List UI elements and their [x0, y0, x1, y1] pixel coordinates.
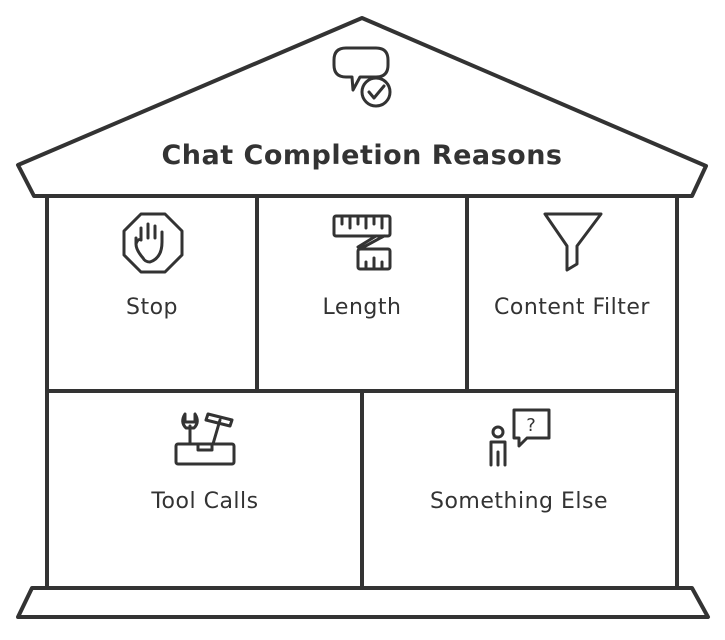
person-question-icon [489, 408, 551, 467]
room-label-tool-calls: Tool Calls [150, 489, 258, 514]
room-label-length: Length [323, 295, 402, 320]
toolbox-icon [174, 412, 236, 466]
room-label-something-else: Something Else [430, 489, 608, 514]
measuring-tape-icon [332, 214, 392, 271]
speech-bubble-check-icon [332, 46, 392, 108]
room-label-content-filter: Content Filter [494, 295, 650, 320]
diagram-title: Chat Completion Reasons [161, 140, 562, 171]
funnel-icon [543, 212, 603, 272]
room-label-stop: Stop [126, 295, 178, 320]
question-mark-glyph: ? [526, 415, 536, 436]
roof [16, 16, 708, 198]
foundation [16, 586, 710, 619]
stop-hand-icon [122, 212, 184, 274]
